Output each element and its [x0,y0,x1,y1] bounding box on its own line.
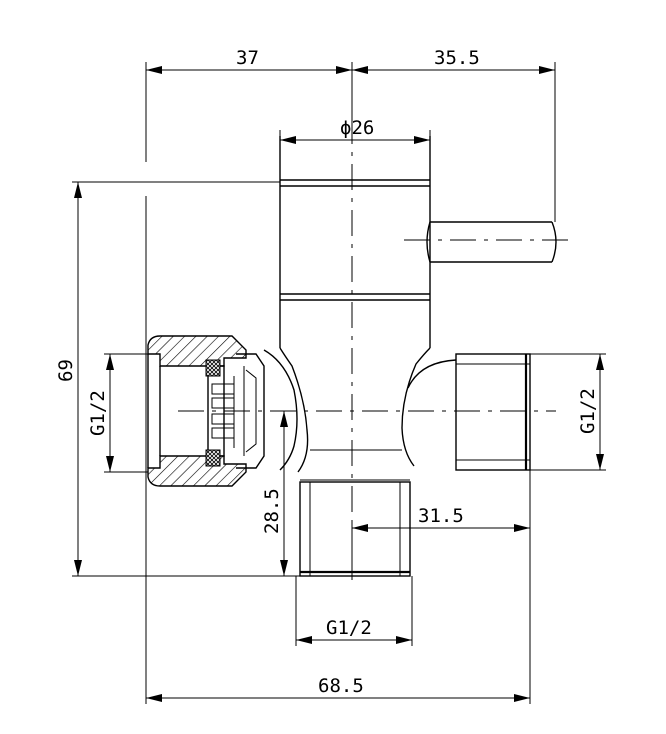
right-threaded-outlet [455,353,531,471]
extension-lines [72,62,606,704]
bottom-threaded-outlet [299,481,411,577]
dim-outlet-offset: 31.5 [418,505,464,527]
valve-body [263,136,457,481]
lever-handle [426,221,557,263]
dim-top-right-width: 35.5 [434,47,480,69]
dimension-labels: 37 35.5 ϕ26 69 G1/2 G1/2 28.5 31.5 G1/2 … [55,47,599,697]
dim-right-thread: G1/2 [577,388,599,434]
dim-top-left-width: 37 [236,47,259,69]
dim-total-height: 69 [55,359,77,382]
dim-outlet-height: 28.5 [261,488,283,534]
left-coupling-nut [147,335,265,487]
center-lines [178,118,576,580]
dim-body-diameter: ϕ26 [340,117,374,139]
dim-total-width: 68.5 [318,675,364,697]
dim-left-thread: G1/2 [87,390,109,436]
dim-bottom-thread: G1/2 [326,617,372,639]
dimension-lines [74,66,604,702]
